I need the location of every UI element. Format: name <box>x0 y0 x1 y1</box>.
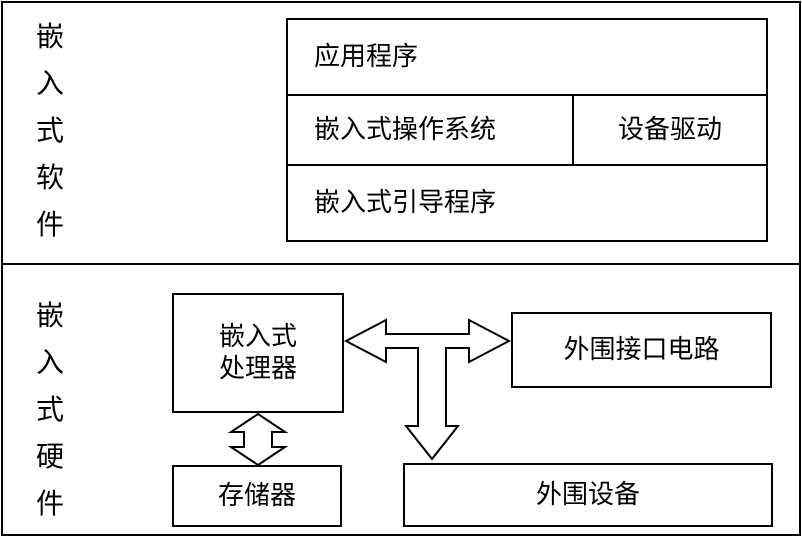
hardware-label-char-3: 式 <box>35 393 64 426</box>
application-label: 应用程序 <box>314 41 419 72</box>
memory-label: 存储器 <box>217 480 296 511</box>
processor-label-line2: 处理器 <box>218 354 297 384</box>
software-label-char-2: 入 <box>35 67 64 100</box>
peripheral-device-box: 外围设备 <box>403 463 773 527</box>
hardware-label-char-2: 入 <box>35 346 64 379</box>
hardware-vertical-label: 嵌 入 式 硬 件 <box>30 292 70 527</box>
device-driver-label: 设备驱动 <box>617 114 722 145</box>
embedded-os-label: 嵌入式操作系统 <box>314 114 497 145</box>
processor-memory-double-arrow <box>227 412 289 467</box>
software-label-char-3: 式 <box>35 114 64 147</box>
peripheral-interface-box: 外围接口电路 <box>511 312 772 388</box>
memory-box: 存储器 <box>172 465 342 527</box>
software-label-char-5: 件 <box>35 208 64 241</box>
peripheral-interface-label: 外围接口电路 <box>563 334 720 365</box>
processor-box: 嵌入式 处理器 <box>172 293 344 413</box>
bootloader-box: 嵌入式引导程序 <box>286 164 768 242</box>
bootloader-label: 嵌入式引导程序 <box>314 187 497 218</box>
software-vertical-label: 嵌 入 式 软 件 <box>30 13 70 248</box>
peripheral-device-label: 外围设备 <box>535 479 640 510</box>
bus-double-arrow <box>343 318 512 461</box>
hardware-label-char-4: 硬 <box>35 440 64 473</box>
hardware-label-char-5: 件 <box>35 487 64 520</box>
software-label-char-4: 软 <box>35 161 64 194</box>
processor-label-line1: 嵌入式 <box>218 321 297 352</box>
software-label-char-1: 嵌 <box>35 20 64 53</box>
hardware-label-char-1: 嵌 <box>35 299 64 332</box>
